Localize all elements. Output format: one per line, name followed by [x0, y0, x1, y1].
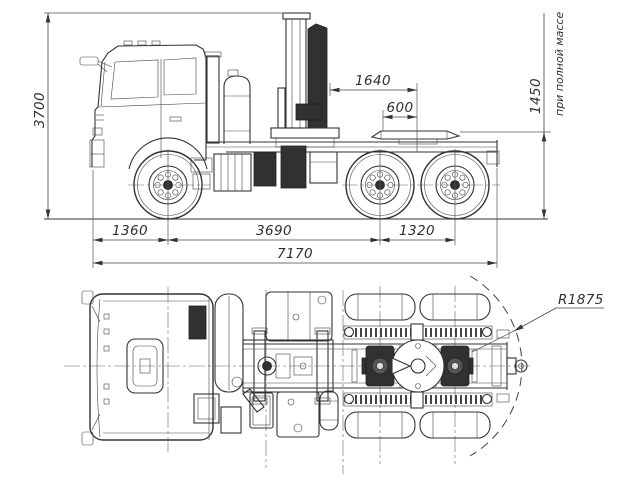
radius-callout: R1875 [471, 292, 604, 353]
turning-radius-arc [469, 275, 523, 457]
crane-pedestal [270, 127, 340, 139]
mirror-left [81, 290, 94, 305]
leaf-spring-left [343, 323, 493, 341]
front-fender [128, 137, 208, 170]
air-intake-top [188, 305, 207, 340]
dim-overall-height: 3700 [32, 13, 51, 219]
tow-coupling [514, 359, 528, 373]
side-view-dimensions: 3700 1640 600 1450 при полной массе 1360… [32, 12, 566, 268]
door-window [110, 59, 159, 100]
behind-cab-equipment [204, 51, 338, 192]
side-view [44, 12, 548, 220]
dim-bogie-base: 1320 [380, 223, 455, 243]
dim-saddle-height: 1450 при полной массе [528, 12, 566, 219]
leaf-spring-right [343, 391, 493, 409]
radius-label: R1875 [558, 292, 604, 308]
headlight [92, 127, 103, 136]
tool-box [309, 151, 338, 184]
exhaust-stack [206, 55, 220, 144]
dim-front-overhang-label: 1360 [112, 223, 148, 239]
dim-saddle-height-note: при полной массе [553, 12, 566, 116]
tool-box-top [276, 391, 320, 438]
battery-box-top [249, 392, 274, 429]
dim-axle-to-saddle-label: 600 [387, 100, 414, 116]
top-view: R1875 [64, 275, 604, 474]
door-handle [169, 116, 182, 122]
crane-top-cap [282, 12, 311, 20]
hydraulic-tank [280, 145, 307, 189]
battery-box [253, 151, 277, 187]
dim-axle-to-saddle: 600 [383, 100, 417, 120]
rear-side-window [163, 57, 197, 96]
dim-crane-to-saddle-label: 1640 [355, 73, 391, 89]
fuel-tank-top [265, 291, 333, 342]
dim-wheelbase: 3690 [168, 223, 380, 243]
fifth-wheel-saddle [370, 130, 461, 145]
rear-crossmember [491, 329, 528, 403]
exhaust-pipe-top [242, 388, 265, 413]
roof-hatch [126, 338, 164, 394]
muffler-top [319, 390, 339, 431]
taillight-bracket [486, 150, 500, 165]
front-bumper [89, 139, 105, 168]
dim-front-overhang: 1360 [93, 223, 168, 243]
dim-overall-length: 7170 [93, 246, 497, 266]
crane-cylinder [277, 87, 286, 129]
lower-equipment-top [193, 376, 339, 438]
mirror-right [81, 431, 94, 446]
dim-wheelbase-label: 3690 [256, 223, 292, 239]
step-box [213, 153, 252, 192]
dim-bogie-base-label: 1320 [399, 223, 435, 239]
dim-saddle-height-label: 1450 [528, 78, 544, 114]
crane-column [270, 12, 340, 148]
fifth-wheel-top [391, 339, 445, 393]
air-cleaner-cylinder [223, 75, 251, 144]
dim-overall-height-label: 3700 [32, 92, 48, 128]
dim-crane-to-saddle: 1640 [330, 73, 417, 93]
cab-top [81, 290, 214, 446]
dim-overall-length-label: 7170 [277, 246, 313, 262]
mirror [79, 56, 99, 66]
